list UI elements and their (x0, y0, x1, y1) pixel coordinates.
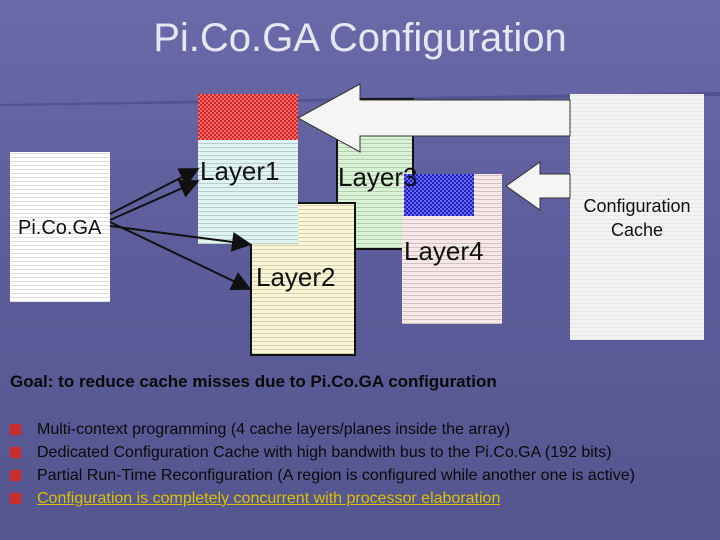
picoga-to-layer1b-arrow (109, 179, 200, 221)
layer4-label: Layer4 (404, 236, 484, 266)
picoga-to-layer2-arrow (109, 221, 252, 291)
cache-label-line2: Cache (610, 220, 664, 240)
layer4-active-region (404, 174, 474, 216)
layer2-plane (250, 202, 356, 356)
picoga-to-layer1-arrow (109, 168, 200, 215)
picoga-label: Pi.Co.GA (18, 217, 102, 239)
bullet-text: Partial Run-Time Reconfiguration (A regi… (37, 467, 635, 484)
layer3-label: Layer3 (338, 162, 418, 192)
bullet-text-highlighted: Configuration is completely concurrent w… (37, 490, 501, 507)
picoga-to-layer3-arrow (109, 225, 252, 252)
cache-to-layers-arrow (296, 83, 571, 153)
cache-to-layer4-arrow (505, 161, 571, 211)
bullet-item: Partial Run-Time Reconfiguration (A regi… (10, 464, 715, 487)
bullet-marker-icon (10, 424, 21, 435)
bullet-item: Dedicated Configuration Cache with high … (10, 441, 715, 464)
bullet-item: Configuration is completely concurrent w… (10, 487, 715, 510)
goal-statement: Goal: to reduce cache misses due to Pi.C… (10, 372, 497, 391)
picoga-block (10, 152, 110, 302)
bullet-marker-icon (10, 447, 21, 458)
configuration-cache-block (570, 94, 704, 340)
bullet-marker-icon (10, 493, 21, 504)
layer1-label: Layer1 (200, 156, 280, 186)
bullet-marker-icon (10, 470, 21, 481)
slide-title: Pi.Co.GA Configuration (153, 16, 567, 60)
bullet-text: Dedicated Configuration Cache with high … (37, 444, 612, 461)
layer2-label: Layer2 (256, 262, 336, 292)
configuration-cache-label: Configuration Cache (570, 194, 704, 242)
layer1-active-region (198, 94, 298, 140)
bullet-text: Multi-context programming (4 cache layer… (37, 421, 511, 438)
bullet-item: Multi-context programming (4 cache layer… (10, 418, 715, 441)
bullet-list: Multi-context programming (4 cache layer… (10, 418, 715, 510)
cache-label-line1: Configuration (583, 196, 691, 216)
